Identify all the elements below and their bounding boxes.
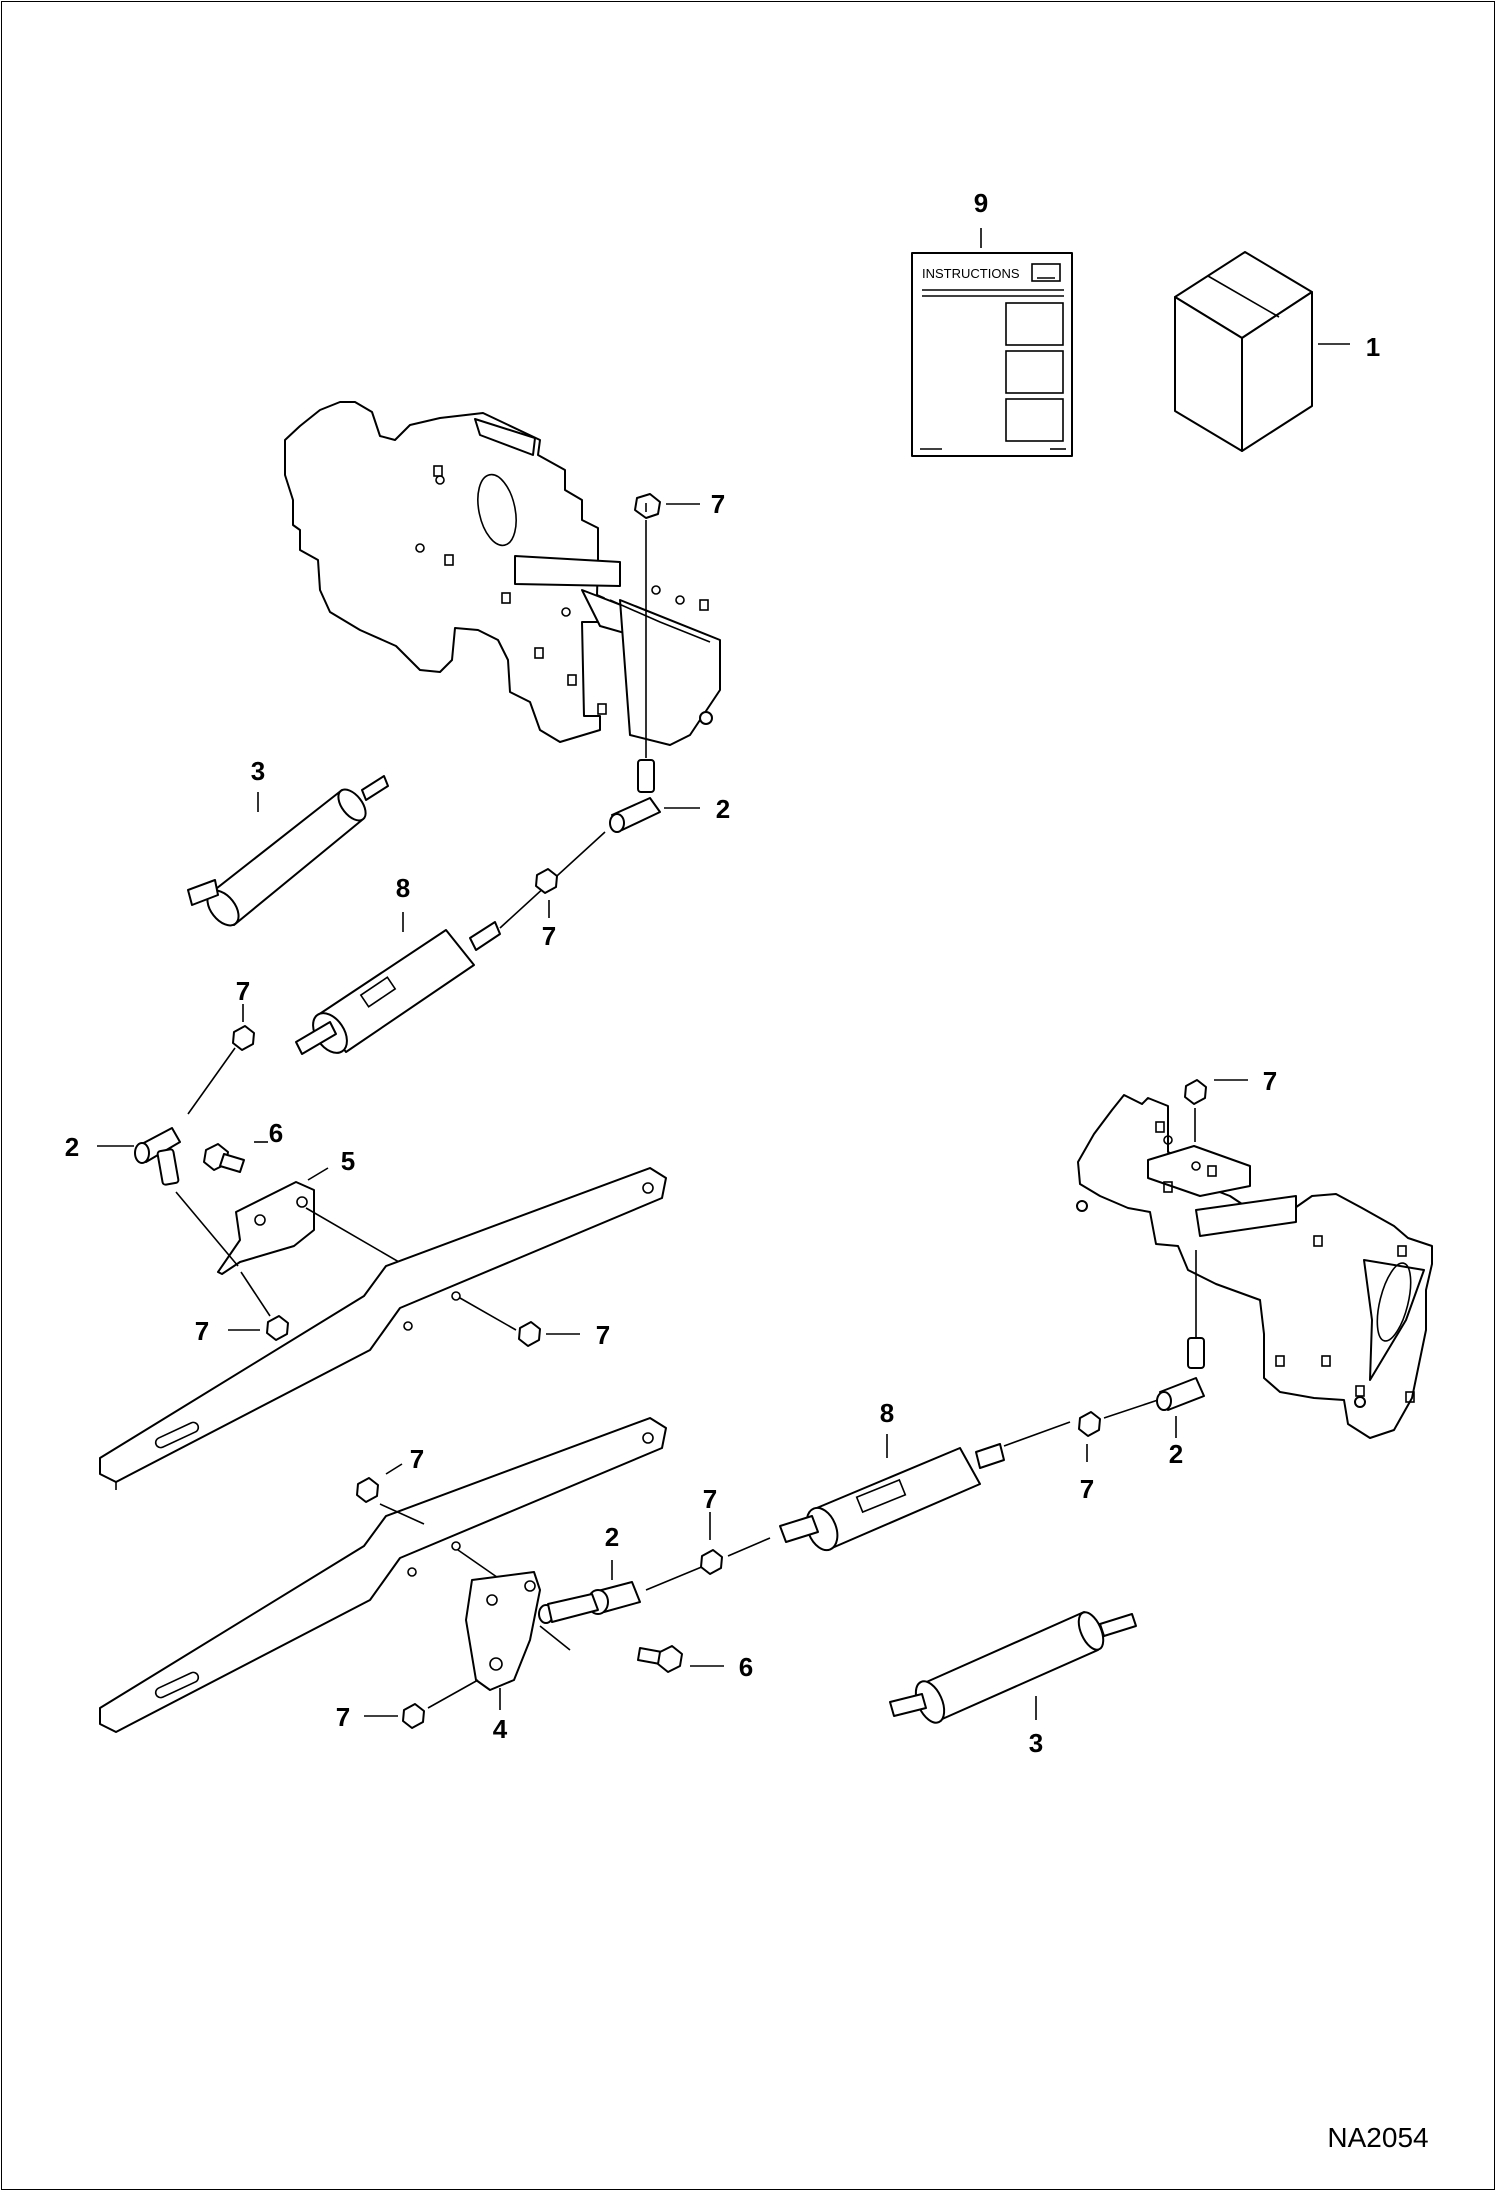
callout-2-b: 2	[65, 1132, 79, 1162]
callout-6-b: 6	[739, 1652, 753, 1682]
nut-cylinder-lower-right	[1078, 1411, 1101, 1437]
callout-2-d: 2	[1169, 1439, 1183, 1469]
nut-cylinder-upper-left-a	[535, 868, 558, 894]
callout-7-d: 7	[195, 1316, 209, 1346]
bolt-lower	[637, 1645, 683, 1673]
callout-8-a: 8	[396, 873, 410, 903]
nut-upper-left-top	[634, 493, 661, 519]
callout-4: 4	[493, 1714, 508, 1744]
nut-cylinder-upper-left-b	[232, 1025, 255, 1051]
nut-lower-right-top	[1184, 1079, 1207, 1105]
nut-upper-bracket-small	[266, 1315, 289, 1341]
callout-7-f: 7	[410, 1444, 424, 1474]
nut-lower-bar-top	[356, 1477, 379, 1503]
nut-lower-middle	[700, 1549, 723, 1575]
bolt-upper	[203, 1143, 245, 1173]
instructions-sheet-title: INSTRUCTIONS	[922, 266, 1020, 281]
ball-joint-lower	[538, 1581, 641, 1624]
bracket-upper-small	[217, 1181, 315, 1275]
callout-8-b: 8	[880, 1398, 894, 1428]
callout-7-h: 7	[703, 1484, 717, 1514]
ball-joint-lower-right	[1156, 1337, 1205, 1411]
drawing-id: NA2054	[1327, 2122, 1428, 2153]
instructions-sheet: INSTRUCTIONS	[911, 252, 1073, 457]
long-bar-upper	[99, 1167, 667, 1490]
callout-7-c: 7	[236, 976, 250, 1006]
callout-7-g: 7	[336, 1702, 350, 1732]
callout-6-a: 6	[269, 1118, 283, 1148]
callout-7-a: 7	[711, 489, 725, 519]
long-bar-lower	[99, 1417, 667, 1733]
callout-2-c: 2	[605, 1522, 619, 1552]
callout-9: 9	[974, 188, 988, 218]
ball-joint-left	[134, 1127, 181, 1186]
callout-7-e: 7	[596, 1320, 610, 1350]
mounting-bracket-lower-right	[1076, 1094, 1433, 1439]
mounting-bracket-upper-left	[284, 401, 721, 746]
cylinder-upper-left	[295, 921, 501, 1055]
nut-upper-bar	[518, 1321, 541, 1347]
bracket-lower-small	[465, 1571, 541, 1691]
nut-lower-bracket	[402, 1703, 425, 1729]
callout-1-kit: 1	[1366, 332, 1380, 362]
callout-5: 5	[341, 1146, 355, 1176]
cylinder-lower-right	[779, 1443, 1005, 1552]
callout-7-i: 7	[1080, 1474, 1094, 1504]
callout-3-a: 3	[251, 756, 265, 786]
damper-upper-left	[187, 775, 389, 927]
callout-7-b: 7	[542, 921, 556, 951]
callout-7-j: 7	[1263, 1066, 1277, 1096]
kit-box	[1174, 251, 1313, 452]
callout-2-a: 2	[716, 794, 730, 824]
damper-lower-right	[889, 1611, 1137, 1724]
callout-3-b: 3	[1029, 1728, 1043, 1758]
ball-joint-upper-left	[609, 759, 661, 833]
